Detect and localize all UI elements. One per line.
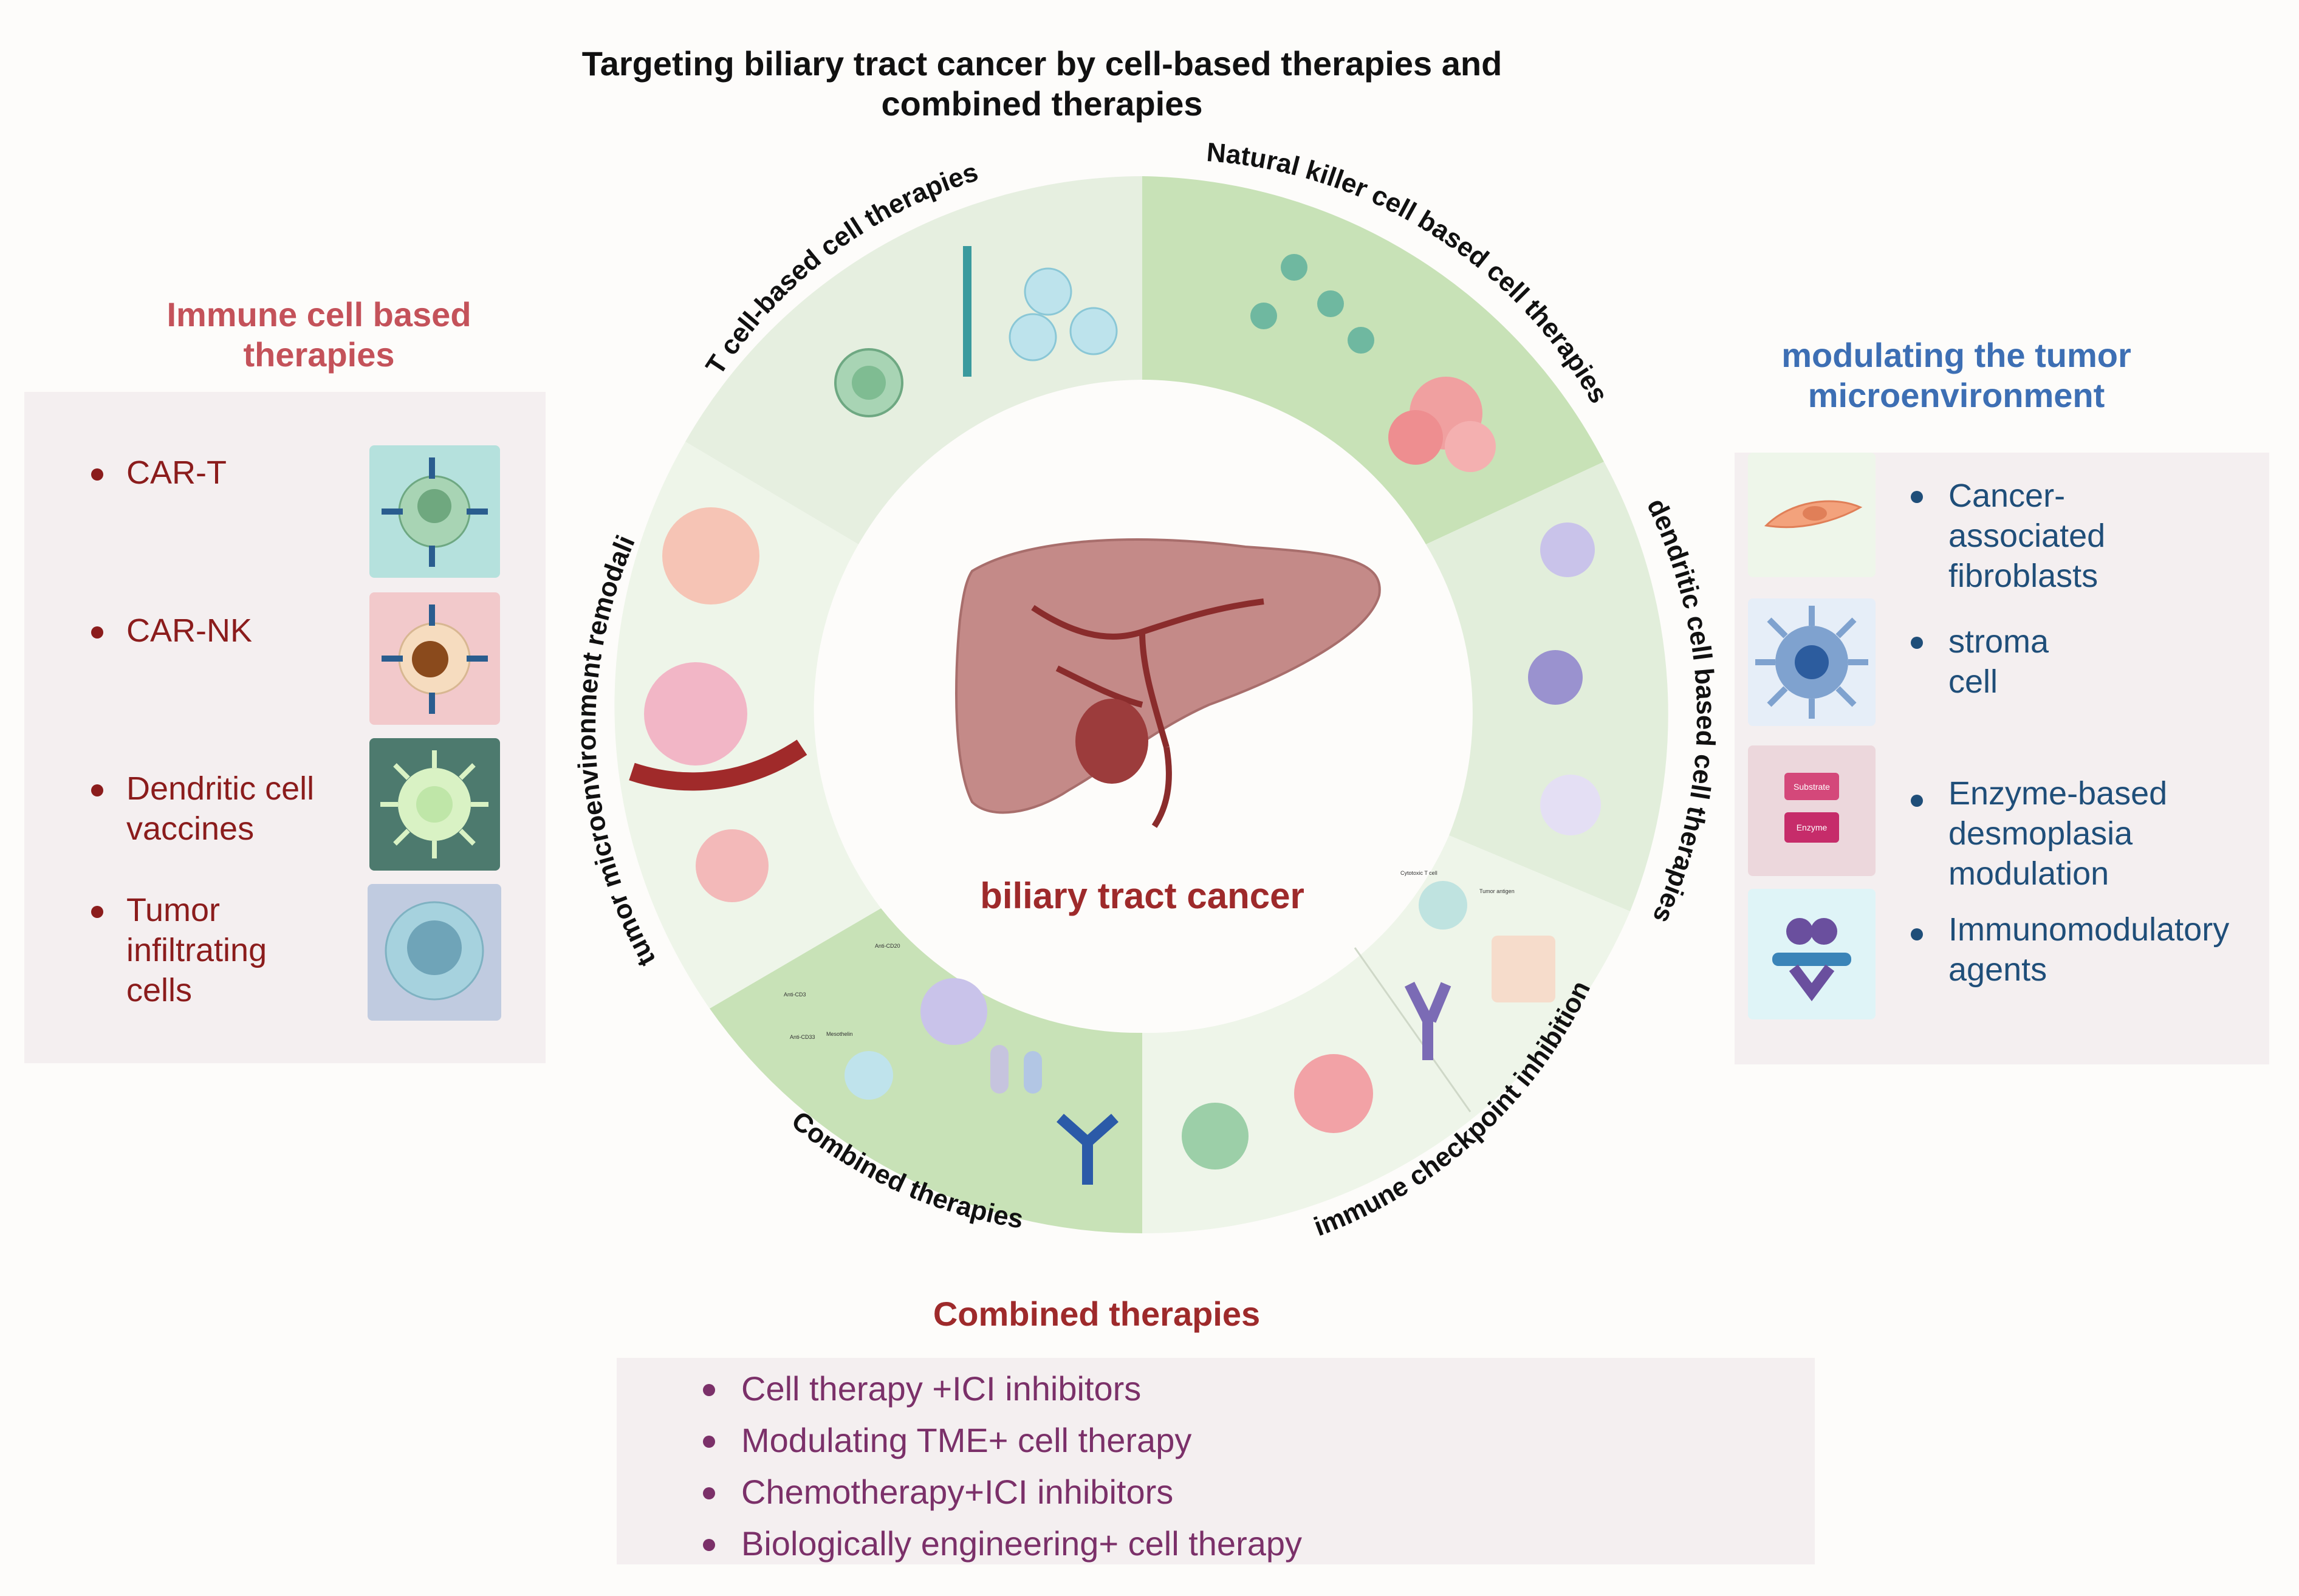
item-label: cell [1948,663,1998,700]
left-item-dendritic: Dendritic cell vaccines [126,769,314,849]
dendritic-cell-illustration [1528,522,1601,835]
combined-item: Modulating TME+ cell therapy [741,1421,1192,1459]
bullet-dot [703,1384,715,1396]
right-heading-line-1: modulating the tumor [1781,336,2131,374]
bullet-dot [1911,795,1923,807]
left-item-car-nk: CAR-NK [126,611,252,651]
item-label: Dendritic cell [126,770,315,807]
center-label: biliary tract cancer [980,875,1304,916]
bullet-dot [1911,637,1923,649]
left-panel-heading: Immune cell based therapies [36,295,601,375]
item-label: cells [126,972,193,1009]
label-anti-cd3: Anti-CD3 [784,992,806,998]
bullet-dot [91,468,103,481]
bullet-dot [703,1487,715,1499]
item-label: Cancer- [1948,478,2066,514]
right-item-enzyme: Enzyme-based desmoplasia modulation [1948,773,2167,894]
segment-t-cell [685,176,1142,544]
left-heading-line-2: therapies [243,335,395,374]
segment-divider [1354,947,1472,1112]
label-tumor-antigen: Tumor antigen [1479,888,1515,894]
left-panel: CAR-T CAR-NK Dendritic cell vaccines Tum… [24,392,546,1063]
bullet-dot [91,906,103,918]
title-line-1: Targeting biliary tract cancer by cell-b… [581,44,1502,83]
tme-illustration [629,507,807,902]
item-label: vaccines [126,810,255,847]
bullet-dot [1911,491,1923,503]
combined-item: Cell therapy +ICI inhibitors [741,1369,1142,1408]
segment-combined [710,908,1142,1233]
bullet-dot [703,1539,715,1551]
bullet-dot [1911,928,1923,940]
item-label: modulation [1948,855,2109,892]
item-label: agents [1948,951,2047,988]
checkpoint-illustration [1182,881,1555,1170]
item-label: stroma [1948,623,2049,660]
item-label: CAR-T [126,454,227,491]
t-cell-illustration [834,246,1118,417]
item-label: fibroblasts [1948,558,2099,594]
bullet-dot [91,784,103,796]
item-label: CAR-NK [126,612,253,649]
item-label: Tumor [126,892,221,928]
label-mesothelin: Mesothelin [826,1031,853,1037]
right-panel: Cancer- associated fibroblasts stroma ce… [1735,453,2269,1064]
immunomodulatory-molecule-icon [1748,889,1876,1019]
liver-illustration [955,538,1381,828]
item-label: associated [1948,518,2106,554]
combined-illustration [845,978,1119,1185]
car-t-cell-icon [369,445,500,578]
substrate-text: Substrate [1794,782,1830,792]
label-cytotoxic-t-cell: Cytotoxic T cell [1400,870,1437,876]
title-line-2: combined therapies [881,84,1203,123]
car-nk-cell-icon [369,592,500,725]
left-heading-line-1: Immune cell based [166,295,471,334]
item-label: desmoplasia [1948,815,2133,852]
combined-item: Chemotherapy+ICI inhibitors [741,1473,1174,1511]
bullet-dot [91,626,103,639]
combined-panel: Cell therapy +ICI inhibitors Modulating … [617,1358,1815,1564]
combined-item: Biologically engineering+ cell therapy [741,1524,1303,1563]
label-anti-cd20: Anti-CD20 [875,943,900,949]
combined-panel-heading: Combined therapies [933,1295,1261,1333]
right-item-caf: Cancer- associated fibroblasts [1948,476,2105,596]
enzyme-text: Enzyme [1797,823,1828,832]
label-anti-cd33: Anti-CD33 [790,1034,815,1040]
item-label: infiltrating [126,932,267,968]
right-item-stroma: stroma cell [1948,622,2049,702]
right-item-immunomodulatory: Immunomodulatory agents [1948,909,2229,990]
item-label: Immunomodulatory [1948,911,2230,948]
dendritic-cell-icon [369,738,500,871]
left-item-car-t: CAR-T [126,453,227,493]
stroma-cell-icon [1748,598,1876,726]
right-panel-heading: modulating the tumor microenvironment [1738,335,2175,416]
item-label: Enzyme-based [1948,775,2168,812]
fibroblast-icon [1748,453,1876,577]
segment-ici [1142,835,1630,1234]
right-heading-line-2: microenvironment [1807,376,2105,414]
bullet-dot [703,1436,715,1448]
figure-title: Targeting biliary tract cancer by cell-b… [0,44,2084,124]
nk-cell-illustration [1250,254,1496,472]
left-item-til: Tumor infiltrating cells [126,890,267,1010]
tumor-infiltrating-cell-icon [368,884,501,1021]
